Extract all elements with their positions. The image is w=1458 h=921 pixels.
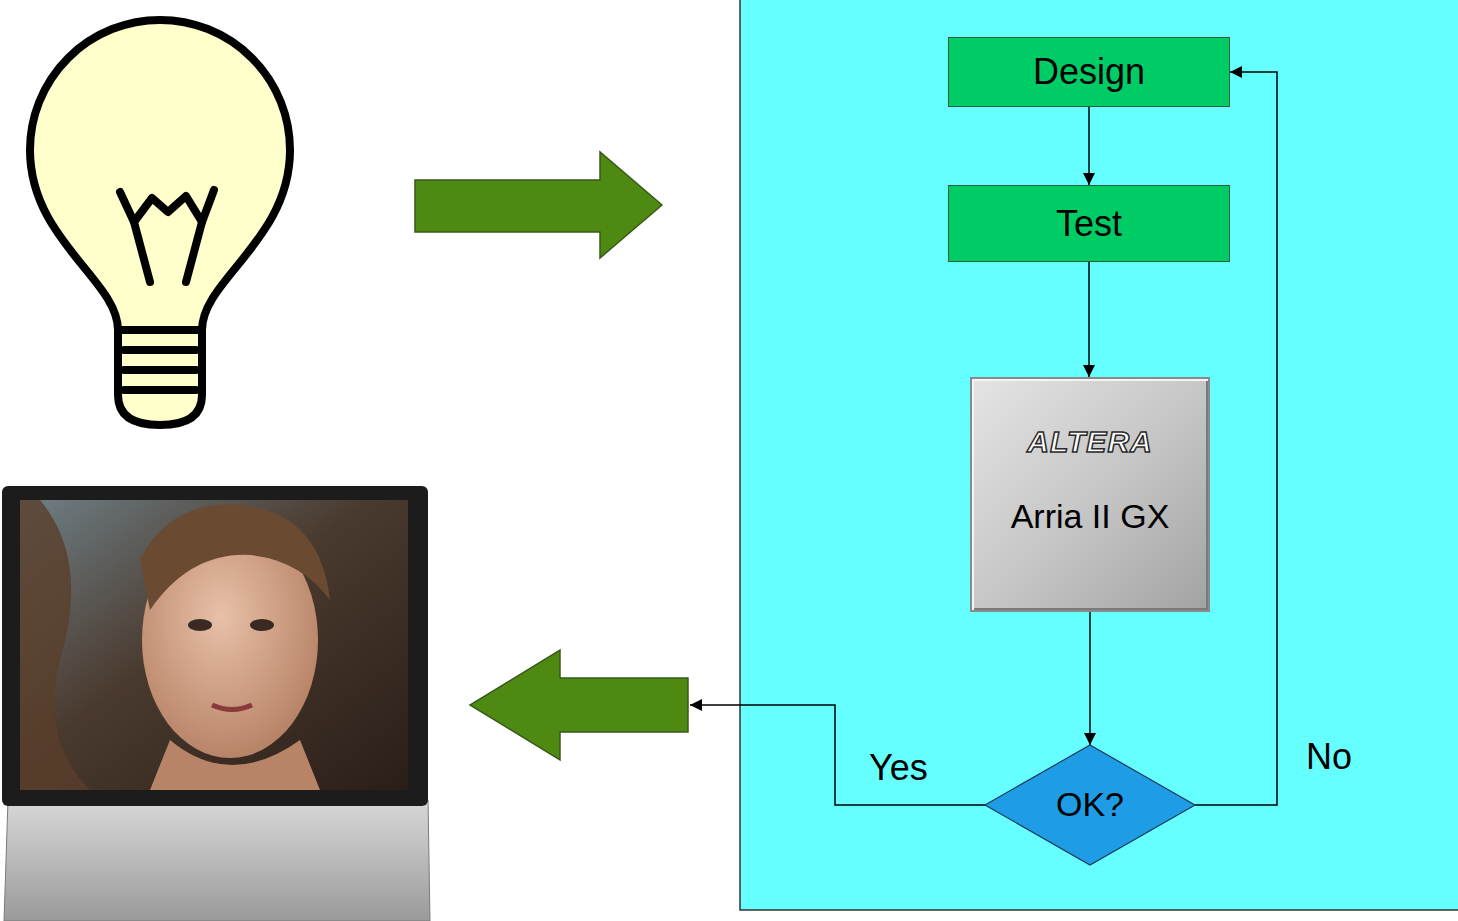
block-arrow	[470, 650, 688, 760]
television-icon	[2, 486, 430, 921]
lightbulb-icon	[30, 20, 290, 425]
node-content: ALTERA Arria II GX	[972, 379, 1208, 610]
process-box: Test	[948, 185, 1230, 262]
process-box: Design	[948, 37, 1230, 107]
process-panel	[740, 0, 1458, 910]
flow-connector	[1088, 107, 1090, 185]
node-text: OK?	[1056, 786, 1124, 823]
node-content: Test	[949, 186, 1229, 261]
node-content: OK?	[985, 745, 1195, 865]
chip-box: ALTERA Arria II GX	[970, 377, 1210, 612]
decision-diamond: OK?	[985, 745, 1195, 865]
node-text: Design	[1033, 52, 1145, 92]
block-arrow	[415, 152, 662, 258]
flow-connector	[1088, 262, 1090, 377]
branch-label: Yes	[866, 748, 931, 788]
flow-connector	[1089, 612, 1091, 745]
edge-label: No	[1303, 737, 1355, 777]
node-text: Test	[1056, 204, 1122, 244]
node-content: Design	[949, 38, 1229, 106]
brand-logo: ALTERA	[1027, 425, 1152, 458]
flow-line	[690, 705, 985, 805]
node-text: Arria II GX	[1011, 498, 1170, 535]
